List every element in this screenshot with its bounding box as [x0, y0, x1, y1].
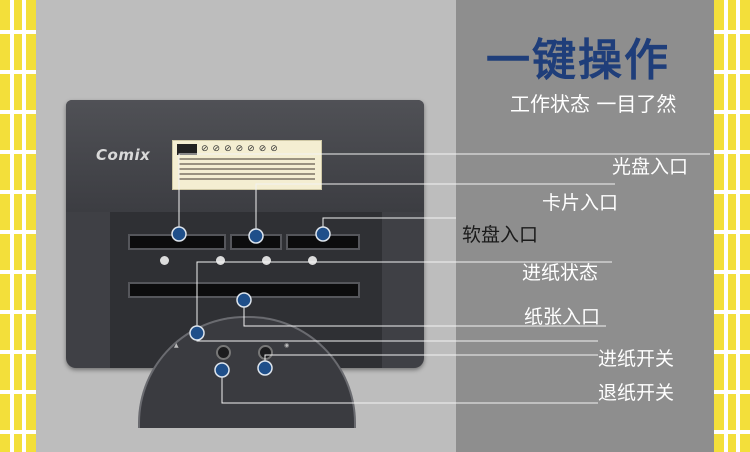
card-capacity-icon — [262, 256, 271, 265]
callout-floppy-entry: 软盘入口 — [462, 224, 539, 246]
feed-switch-knob[interactable] — [216, 345, 231, 360]
warning-badge-icon — [177, 144, 197, 155]
left-decorative-border — [0, 0, 36, 452]
reverse-switch-knob[interactable] — [258, 345, 273, 360]
cd-capacity-icon — [160, 256, 169, 265]
warning-label: ⊘⊘⊘⊘⊘⊘⊘ — [172, 140, 322, 190]
page-title: 一键操作 — [486, 35, 670, 86]
warning-text-lines — [179, 158, 315, 183]
callout-card-entry: 卡片入口 — [542, 192, 619, 214]
floppy-slot[interactable] — [286, 234, 360, 250]
shredder-device: Comix ⊘⊘⊘⊘⊘⊘⊘ ▲ ◉ — [66, 100, 424, 428]
right-decorative-border — [714, 0, 750, 452]
callout-feed-status: 进纸状态 — [522, 262, 599, 284]
callout-cd-entry: 光盘入口 — [612, 156, 689, 178]
callout-reverse-switch: 退纸开关 — [598, 382, 675, 404]
status-led-icon: ▲ — [174, 342, 179, 349]
page-subtitle: 工作状态 一目了然 — [510, 92, 677, 116]
card-slot[interactable] — [230, 234, 282, 250]
cd-slot[interactable] — [128, 234, 226, 250]
callout-paper-entry: 纸张入口 — [524, 306, 601, 328]
callout-feed-switch: 进纸开关 — [598, 348, 675, 370]
floppy-capacity-icon — [308, 256, 317, 265]
paper-slot[interactable] — [128, 282, 360, 298]
prohibition-icons: ⊘⊘⊘⊘⊘⊘⊘ — [201, 144, 282, 154]
paper-capacity-icon — [216, 256, 225, 265]
brand-logo: Comix — [96, 146, 151, 164]
power-led-icon: ◉ — [284, 342, 290, 349]
